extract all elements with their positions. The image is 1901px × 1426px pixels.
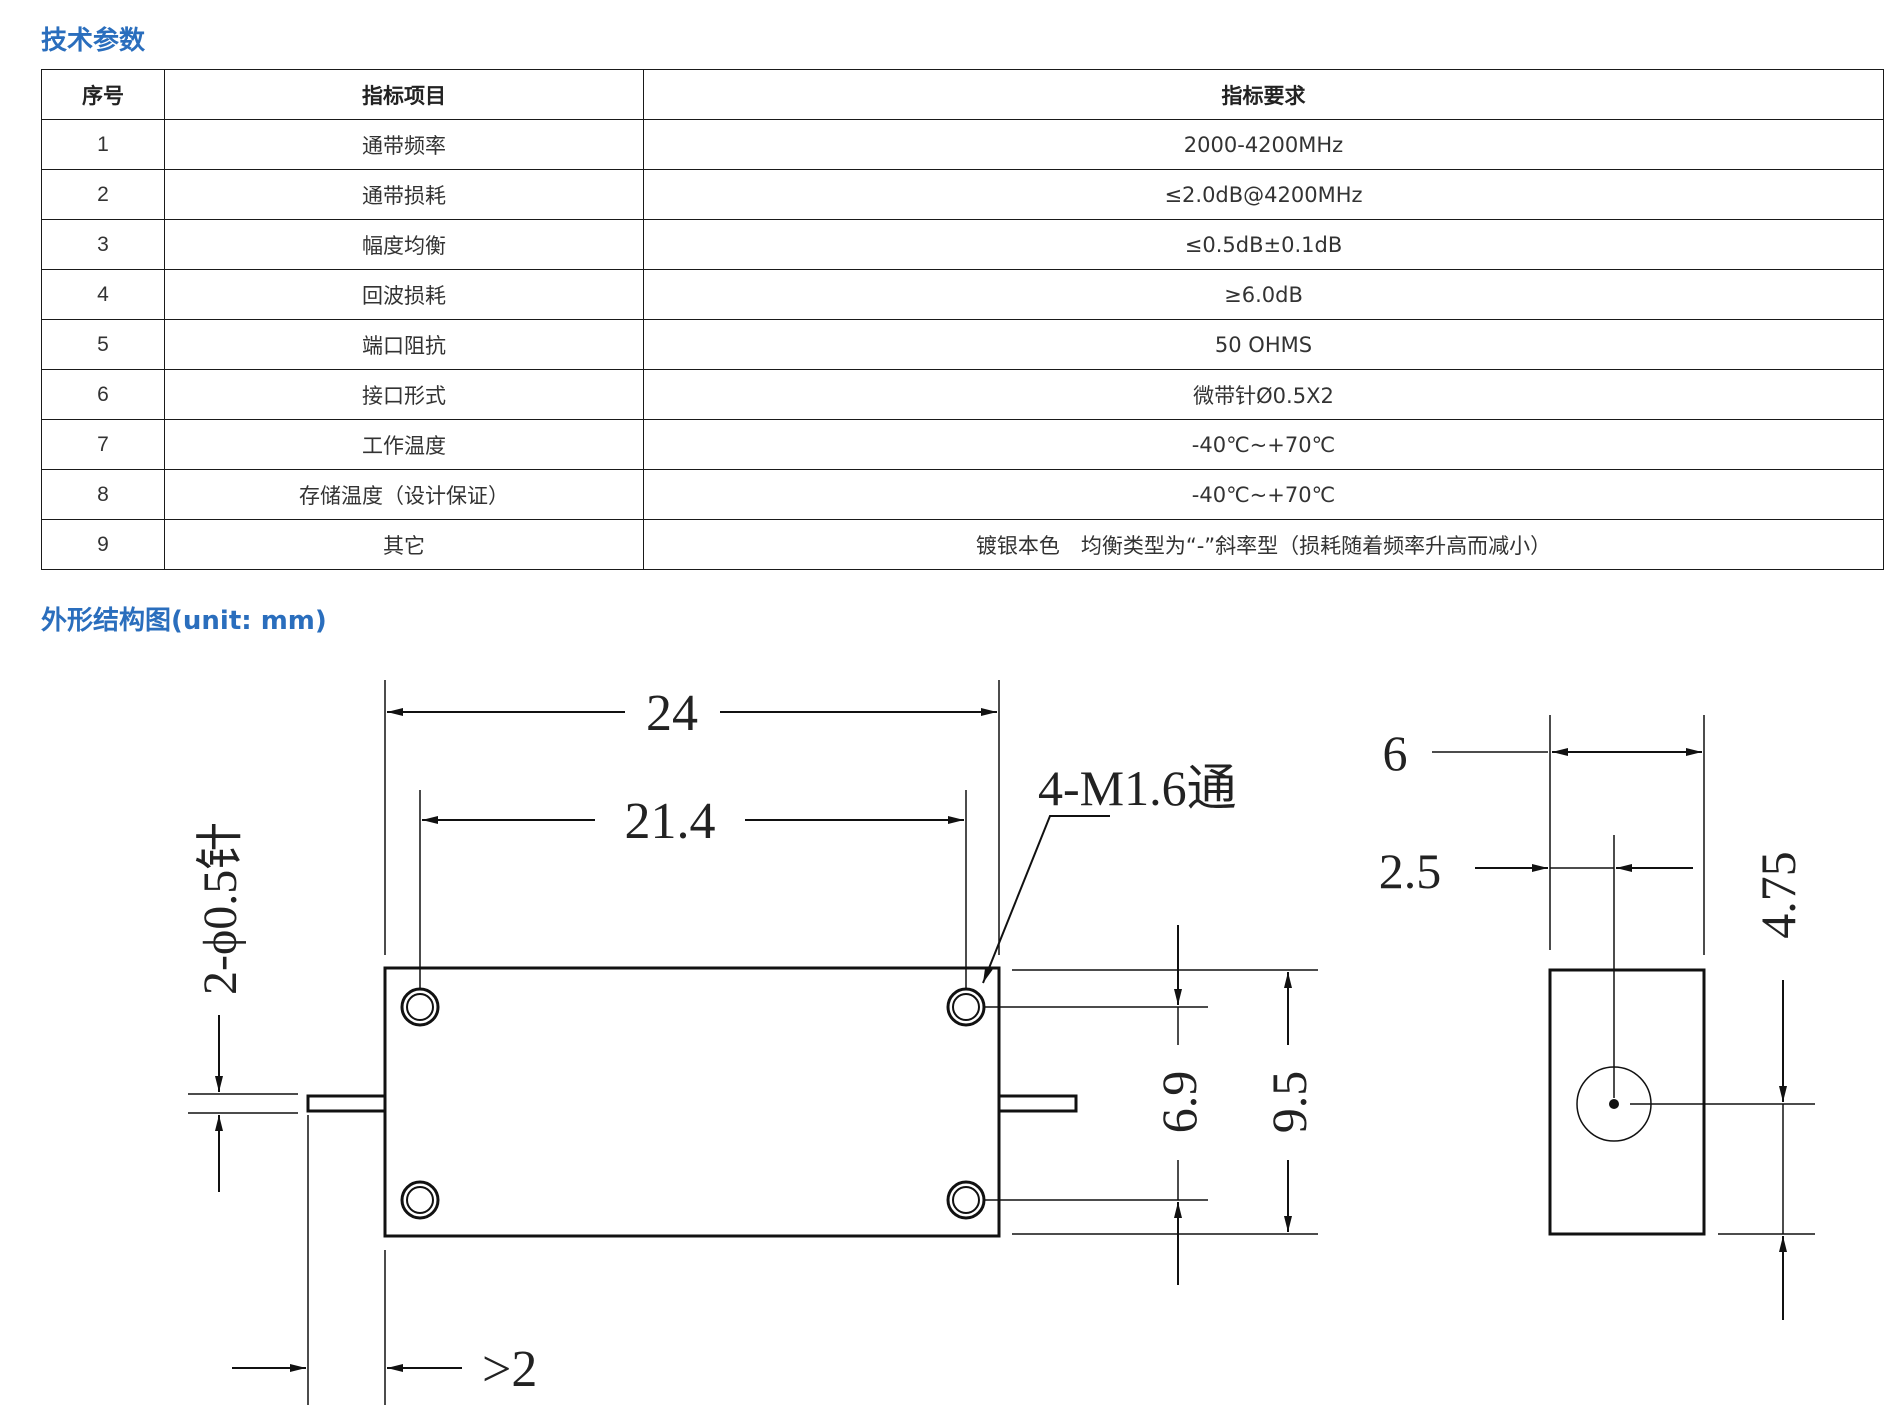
cell-no: 7 <box>41 419 165 470</box>
label-dim-24: 24 <box>646 685 698 742</box>
cell-requirement: ≤2.0dB@4200MHz <box>643 169 1884 220</box>
table-row: 5 端口阻抗 50 OHMS <box>41 319 1884 370</box>
cell-no: 9 <box>41 519 165 570</box>
cell-item: 接口形式 <box>164 369 644 420</box>
table-row: 6 接口形式 微带针Ø0.5X2 <box>41 369 1884 420</box>
label-dim-9-5: 9.5 <box>1261 1071 1317 1134</box>
label-dim-gt2: >2 <box>482 1341 537 1398</box>
table-row: 1 通带频率 2000-4200MHz <box>41 119 1884 170</box>
cell-requirement: -40℃~+70℃ <box>643 469 1884 520</box>
spec-table: 序号 指标项目 指标要求 1 通带频率 2000-4200MHz 2 通带损耗 … <box>41 69 1884 570</box>
leader-holes <box>982 815 1110 984</box>
cell-item: 端口阻抗 <box>164 319 644 370</box>
table-row: 4 回波损耗 ≥6.0dB <box>41 269 1884 320</box>
header-requirement: 指标要求 <box>643 69 1884 120</box>
cell-requirement: 微带针Ø0.5X2 <box>643 369 1884 420</box>
cell-item: 通带频率 <box>164 119 644 170</box>
cell-item: 工作温度 <box>164 419 644 470</box>
cell-no: 4 <box>41 269 165 320</box>
table-row: 7 工作温度 -40℃~+70℃ <box>41 419 1884 470</box>
side-view-outline <box>1548 968 1706 1236</box>
cell-requirement: 镀银本色 均衡类型为“-”斜率型（损耗随着频率升高而减小） <box>643 519 1884 570</box>
cell-no: 6 <box>41 369 165 420</box>
table-header-row: 序号 指标项目 指标要求 <box>41 69 1884 120</box>
cell-item: 其它 <box>164 519 644 570</box>
label-dim-21-4: 21.4 <box>625 793 716 850</box>
header-item: 指标项目 <box>164 69 644 120</box>
cell-no: 3 <box>41 219 165 270</box>
cell-requirement: 2000-4200MHz <box>643 119 1884 170</box>
cell-item: 回波损耗 <box>164 269 644 320</box>
outline-drawing: 24 21.4 4-M1.6通 2-ϕ0.5针 >2 6.9 9.5 6 2.5… <box>188 680 1815 1405</box>
cell-requirement: ≥6.0dB <box>643 269 1884 320</box>
cell-requirement: -40℃~+70℃ <box>643 419 1884 470</box>
pin-left <box>306 1094 387 1113</box>
table-row: 2 通带损耗 ≤2.0dB@4200MHz <box>41 169 1884 220</box>
cell-no: 5 <box>41 319 165 370</box>
table-row: 3 幅度均衡 ≤0.5dB±0.1dB <box>41 219 1884 270</box>
section-title-tech-params: 技术参数 <box>41 26 146 56</box>
label-dim-6-9: 6.9 <box>1151 1071 1207 1134</box>
cell-requirement: ≤0.5dB±0.1dB <box>643 219 1884 270</box>
mount-holes <box>400 987 986 1220</box>
pin-right <box>997 1094 1078 1113</box>
label-dim-holes: 4-M1.6通 <box>1038 760 1237 816</box>
cell-item: 通带损耗 <box>164 169 644 220</box>
cell-no: 1 <box>41 119 165 170</box>
label-dim-2-5: 2.5 <box>1379 843 1442 899</box>
connector-pin <box>1609 1099 1619 1109</box>
table-row: 9 其它 镀银本色 均衡类型为“-”斜率型（损耗随着频率升高而减小） <box>41 519 1884 570</box>
header-no: 序号 <box>41 69 165 120</box>
section-title-drawing: 外形结构图(unit: mm) <box>41 606 327 636</box>
label-dim-pins: 2-ϕ0.5针 <box>194 822 247 995</box>
cell-item: 存储温度（设计保证） <box>164 469 644 520</box>
cell-item: 幅度均衡 <box>164 219 644 270</box>
label-dim-6: 6 <box>1383 725 1408 781</box>
cell-no: 8 <box>41 469 165 520</box>
cell-requirement: 50 OHMS <box>643 319 1884 370</box>
cell-no: 2 <box>41 169 165 220</box>
body-outline <box>383 966 1001 1238</box>
label-dim-4-75: 4.75 <box>1750 851 1806 939</box>
table-row: 8 存储温度（设计保证） -40℃~+70℃ <box>41 469 1884 520</box>
